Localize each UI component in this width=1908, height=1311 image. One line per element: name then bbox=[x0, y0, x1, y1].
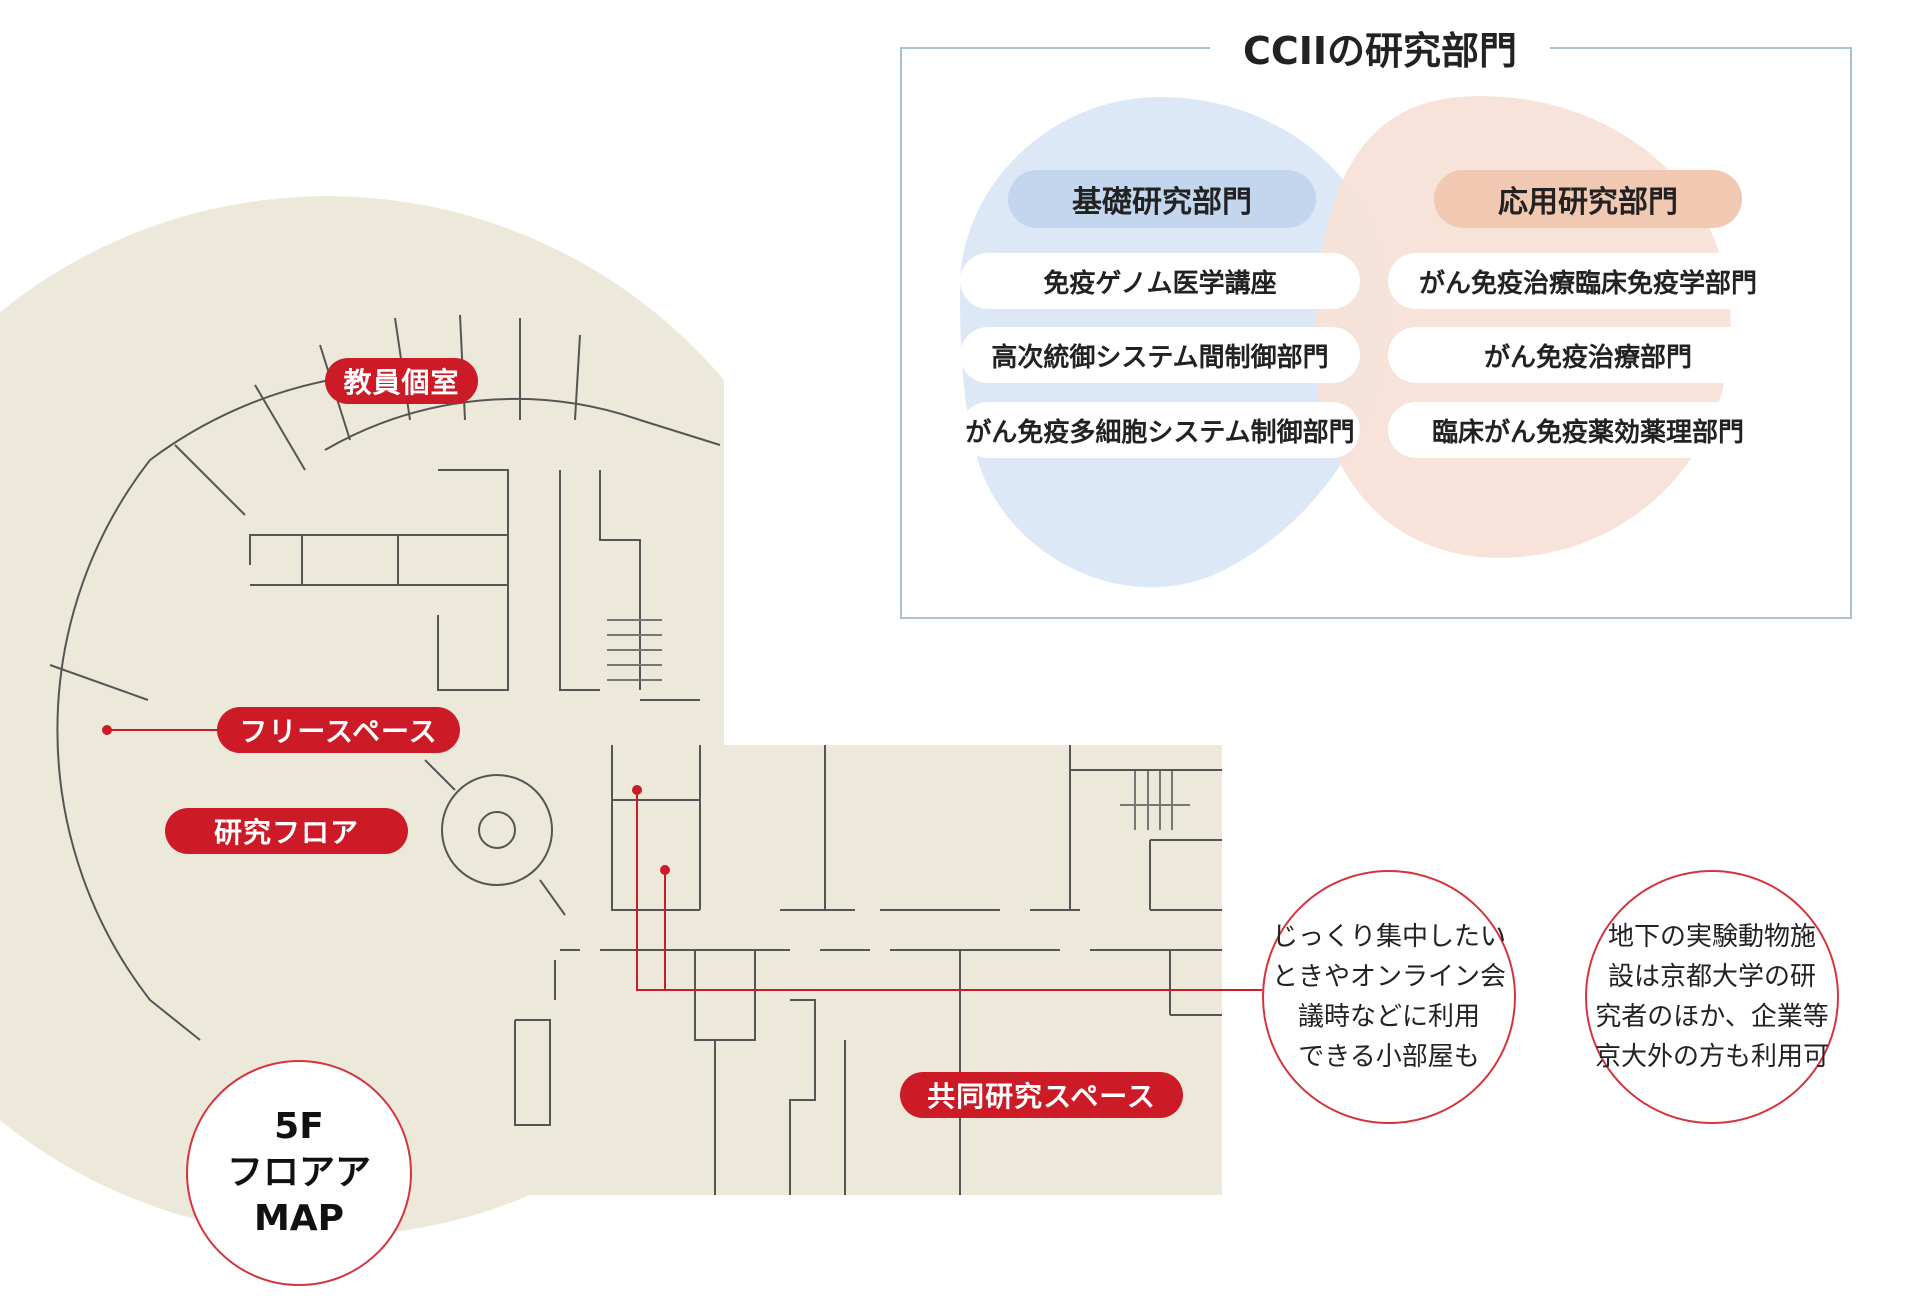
note-line: 設は京都大学の研 bbox=[1607, 962, 1816, 992]
note-animal-facility: 地下の実験動物施 設は京都大学の研 究者のほか、企業等 京大外の方も利用可 bbox=[1585, 870, 1839, 1124]
label-faculty-rooms: 教員個室 bbox=[325, 358, 478, 404]
note-line: 京大外の方も利用可 bbox=[1594, 1042, 1829, 1072]
panel-title: CCIIの研究部門 bbox=[1210, 20, 1550, 75]
note-line: 地下の実験動物施 bbox=[1607, 922, 1816, 952]
label-free-space: フリースペース bbox=[217, 707, 460, 753]
basic-item: 高次統御システム間制御部門 bbox=[960, 327, 1360, 383]
leader-lines bbox=[107, 729, 1262, 991]
floor-walls bbox=[49, 314, 1222, 1195]
floor-area bbox=[0, 196, 1222, 1237]
stairs-1 bbox=[607, 619, 1190, 830]
badge-map: MAP bbox=[253, 1198, 345, 1239]
note-line: 究者のほか、企業等 bbox=[1595, 1002, 1829, 1032]
note-line: 議時などに利用 bbox=[1297, 1002, 1480, 1032]
note-line: できる小部屋も bbox=[1298, 1042, 1480, 1072]
applied-item: がん免疫治療臨床免疫学部門 bbox=[1388, 253, 1788, 309]
basic-item: 免疫ゲノム医学講座 bbox=[960, 253, 1360, 309]
floor-badge-circle: 5F フロアア MAP bbox=[186, 1060, 412, 1286]
applied-item: がん免疫治療部門 bbox=[1388, 327, 1788, 383]
note-line: ときやオンライン会 bbox=[1271, 962, 1506, 992]
label-joint-research-space: 共同研究スペース bbox=[900, 1072, 1183, 1118]
spiral-stair bbox=[441, 774, 553, 886]
basic-division-heading: 基礎研究部門 bbox=[1008, 170, 1316, 228]
applied-division-heading: 応用研究部門 bbox=[1434, 170, 1742, 228]
label-research-floor: 研究フロア bbox=[165, 808, 408, 854]
applied-item: 臨床がん免疫薬効薬理部門 bbox=[1388, 402, 1788, 458]
badge-floor: 5F bbox=[274, 1106, 324, 1147]
note-small-rooms: じっくり集中したい ときやオンライン会 議時などに利用 できる小部屋も bbox=[1262, 870, 1516, 1124]
basic-item: がん免疫多細胞システム制御部門 bbox=[960, 402, 1360, 458]
note-line: じっくり集中したい bbox=[1271, 922, 1506, 952]
badge-floor-title: フロアア bbox=[226, 1152, 371, 1193]
